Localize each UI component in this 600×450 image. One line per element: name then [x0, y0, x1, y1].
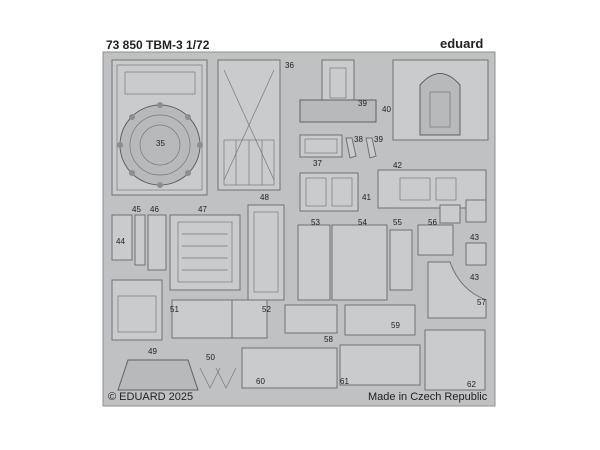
part-number-53: 53: [311, 218, 320, 227]
part-49: [111, 279, 199, 391]
part-58: [284, 304, 338, 334]
part-number-48: 48: [260, 193, 269, 202]
part-50: [199, 367, 237, 389]
part-number-47: 47: [198, 205, 207, 214]
part-40: [392, 59, 489, 141]
part-55: [389, 229, 413, 291]
part-37: [299, 134, 343, 158]
part-41: [299, 172, 359, 212]
part-number-35: 35: [156, 139, 165, 148]
part-35: [111, 59, 208, 196]
fret-title: 73 850 TBM-3 1/72: [106, 38, 210, 52]
origin-text: Made in Czech Republic: [368, 391, 488, 403]
part-43-c: [439, 204, 461, 224]
part-number-39-a: 38: [354, 135, 363, 144]
part-57: [427, 261, 487, 319]
part-number-46: 46: [150, 205, 159, 214]
part-number-58: 58: [324, 335, 333, 344]
part-number-43-a: 43: [470, 233, 479, 242]
part-number-40: 40: [382, 105, 391, 114]
part-number-54: 54: [358, 218, 367, 227]
part-number-45: 45: [132, 205, 141, 214]
part-45: [134, 214, 146, 266]
part-44: [111, 214, 133, 261]
part-number-50: 50: [206, 353, 215, 362]
part-43-a: [465, 199, 487, 223]
part-51: [171, 299, 233, 339]
part-56: [417, 224, 454, 256]
part-number-43-b: 43: [470, 273, 479, 282]
part-number-38: 39: [358, 99, 367, 108]
part-number-44: 44: [116, 237, 125, 246]
part-number-42: 42: [393, 161, 402, 170]
part-62: [424, 329, 486, 391]
part-52: [231, 299, 268, 339]
brand-logo: eduard: [440, 36, 483, 51]
part-60: [241, 347, 338, 389]
part-number-51: 51: [170, 305, 179, 314]
part-39-right: [365, 137, 377, 159]
part-61: [339, 344, 421, 386]
part-number-55: 55: [393, 218, 402, 227]
part-number-49: 49: [148, 347, 157, 356]
part-number-60: 60: [256, 377, 265, 386]
part-number-61: 61: [340, 377, 349, 386]
part-38: [299, 59, 377, 123]
part-46: [147, 214, 167, 271]
part-54: [331, 224, 388, 301]
part-53: [297, 224, 331, 301]
part-number-39-b: 39: [374, 135, 383, 144]
copyright-text: © EDUARD 2025: [108, 391, 193, 403]
part-48: [247, 204, 285, 301]
part-number-59: 59: [391, 321, 400, 330]
part-number-57: 57: [477, 298, 486, 307]
part-39-left: [345, 137, 357, 159]
part-number-52: 52: [262, 305, 271, 314]
part-47: [169, 214, 241, 291]
part-number-41: 41: [362, 193, 371, 202]
part-59: [344, 304, 416, 336]
part-36: [217, 59, 281, 191]
part-43-b: [465, 242, 487, 266]
part-number-36: 36: [285, 61, 294, 70]
part-number-56: 56: [428, 218, 437, 227]
part-number-62: 62: [467, 380, 476, 389]
part-number-37: 37: [313, 159, 322, 168]
